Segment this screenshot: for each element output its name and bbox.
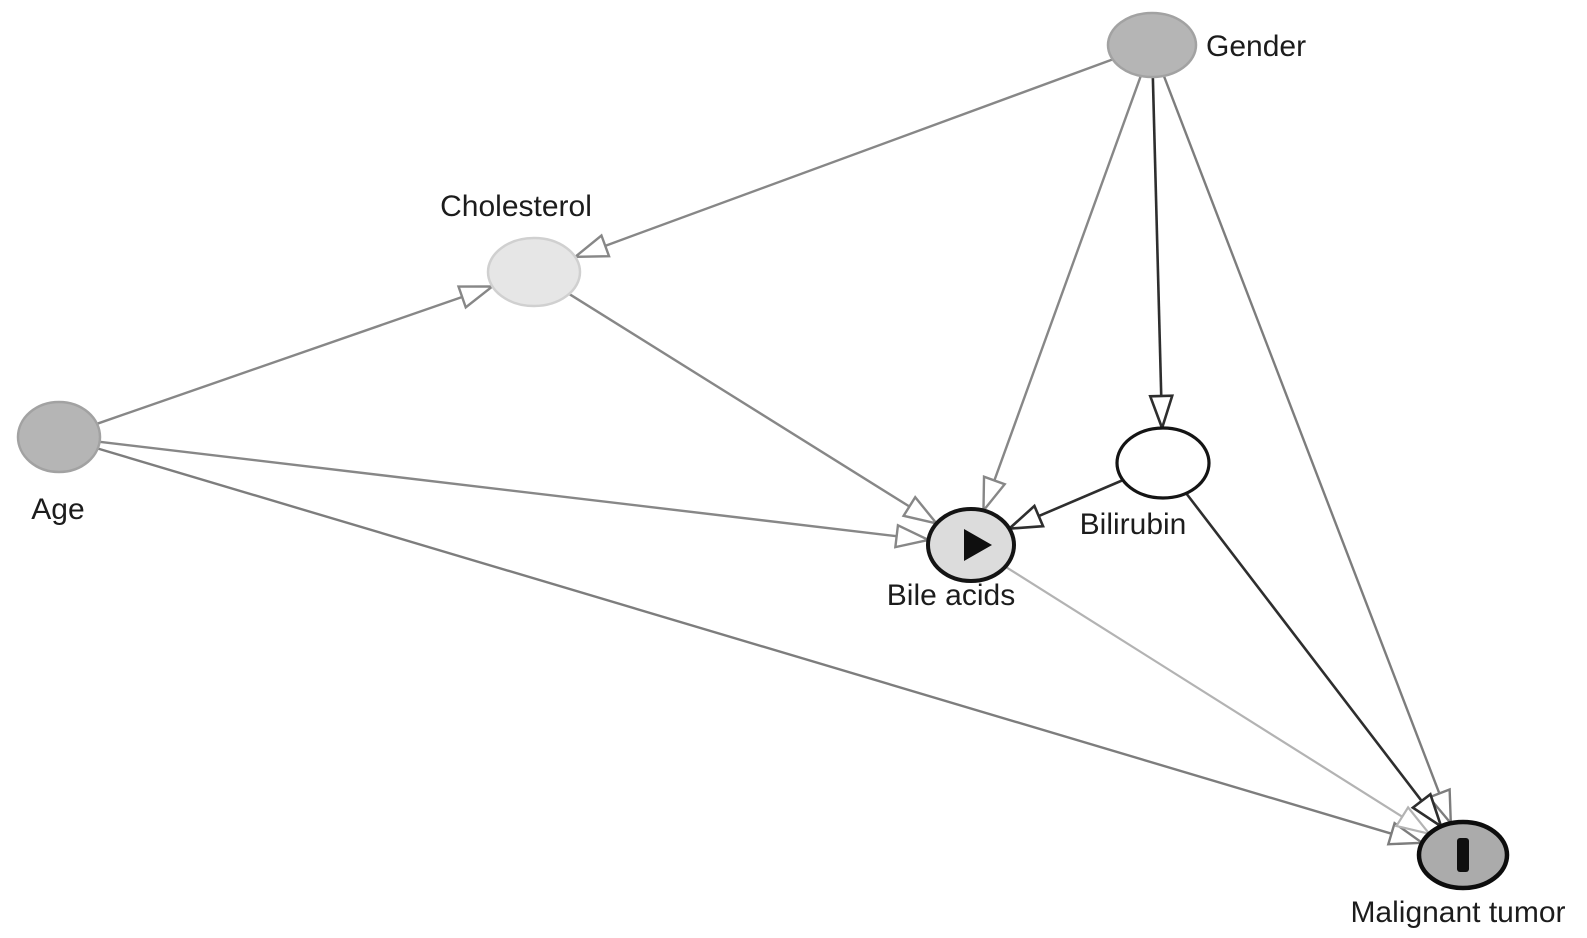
- node-label-cholesterol: Cholesterol: [440, 190, 592, 223]
- node-bilirubin: [1115, 426, 1211, 500]
- edge-age-to-cholesterol: [96, 295, 463, 425]
- arrowhead-age-to-malignant-tumor: [1386, 821, 1426, 846]
- play-icon: [964, 529, 992, 561]
- node-age: [16, 400, 102, 474]
- edge-cholesterol-to-bile-acids: [568, 292, 911, 508]
- node-cholesterol: [486, 236, 582, 308]
- arrowhead-bilirubin-to-malignant-tumor: [1410, 792, 1444, 830]
- edge-age-to-malignant-tumor: [97, 447, 1392, 835]
- arrowhead-gender-to-malignant-tumor: [1427, 787, 1453, 827]
- node-gender: [1106, 11, 1198, 79]
- node-label-malignant-tumor: Malignant tumor: [1350, 896, 1565, 929]
- node-label-bilirubin: Bilirubin: [1080, 508, 1187, 541]
- node-label-age: Age: [31, 493, 84, 526]
- edge-gender-to-bile-acids: [993, 75, 1142, 481]
- arrowhead-bile-acids-to-malignant-tumor: [1394, 805, 1433, 836]
- edge-bilirubin-to-malignant-tumor: [1185, 492, 1423, 802]
- vertical-bar-icon: [1457, 838, 1469, 872]
- node-label-gender: Gender: [1206, 30, 1306, 63]
- edge-gender-to-bilirubin: [1151, 76, 1163, 397]
- edge-bilirubin-to-bile-acids: [1038, 478, 1124, 518]
- arrowhead-cholesterol-to-bile-acids: [901, 495, 940, 526]
- arrowhead-age-to-bile-acids: [893, 523, 933, 549]
- edge-gender-to-malignant-tumor: [1162, 75, 1441, 794]
- arrowhead-bilirubin-to-bile-acids: [1005, 503, 1045, 531]
- arrowhead-gender-to-bile-acids: [982, 475, 1007, 515]
- edge-age-to-bile-acids: [99, 440, 897, 538]
- arrowhead-age-to-cholesterol: [456, 285, 496, 310]
- edge-gender-to-cholesterol: [604, 58, 1114, 247]
- arrowhead-gender-to-bilirubin: [1148, 394, 1175, 433]
- edge-bile-acids-to-malignant-tumor: [1004, 565, 1403, 818]
- arrowhead-gender-to-cholesterol: [571, 233, 611, 259]
- node-label-bile-acids: Bile acids: [887, 579, 1015, 612]
